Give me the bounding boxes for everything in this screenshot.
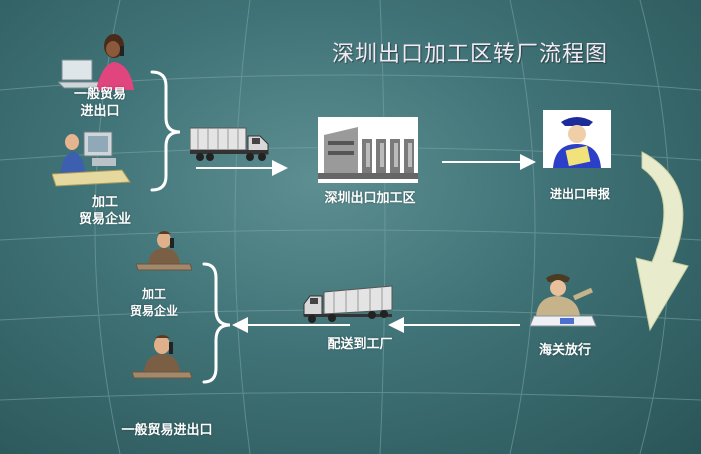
label-processing-enterprise-top: 加工 贸易企业 bbox=[78, 195, 131, 227]
semi-truck-icon bbox=[190, 127, 269, 161]
factory-building-icon bbox=[318, 117, 418, 183]
label-deliver-factory: 配送到工厂 bbox=[327, 337, 393, 352]
label-customs-release: 海关放行 bbox=[538, 343, 591, 358]
label-declaration: 进出口申报 bbox=[549, 187, 610, 201]
page-title: 深圳出口加工区转厂流程图 bbox=[331, 42, 608, 67]
customs-officer-desk-icon bbox=[530, 274, 597, 327]
man-on-phone-desk-icon bbox=[132, 335, 192, 379]
man-at-computer-icon bbox=[52, 131, 131, 187]
curve-arrow bbox=[635, 151, 689, 332]
woman-at-laptop-phone-icon bbox=[58, 34, 134, 90]
label-szepz: 深圳出口加工区 bbox=[324, 191, 416, 206]
man-on-phone-desk-icon bbox=[136, 231, 192, 271]
top-brace bbox=[150, 70, 181, 192]
label-general-trade-bottom: 一般贸易进出口 bbox=[121, 423, 213, 438]
bottom-brace bbox=[202, 262, 231, 384]
customs-officer-icon bbox=[543, 110, 611, 168]
label-general-trade-top: 一般贸易 进出口 bbox=[73, 87, 126, 119]
semi-truck-icon bbox=[303, 285, 393, 323]
label-processing-enterprise-bottom: 加工 贸易企业 bbox=[129, 287, 178, 318]
